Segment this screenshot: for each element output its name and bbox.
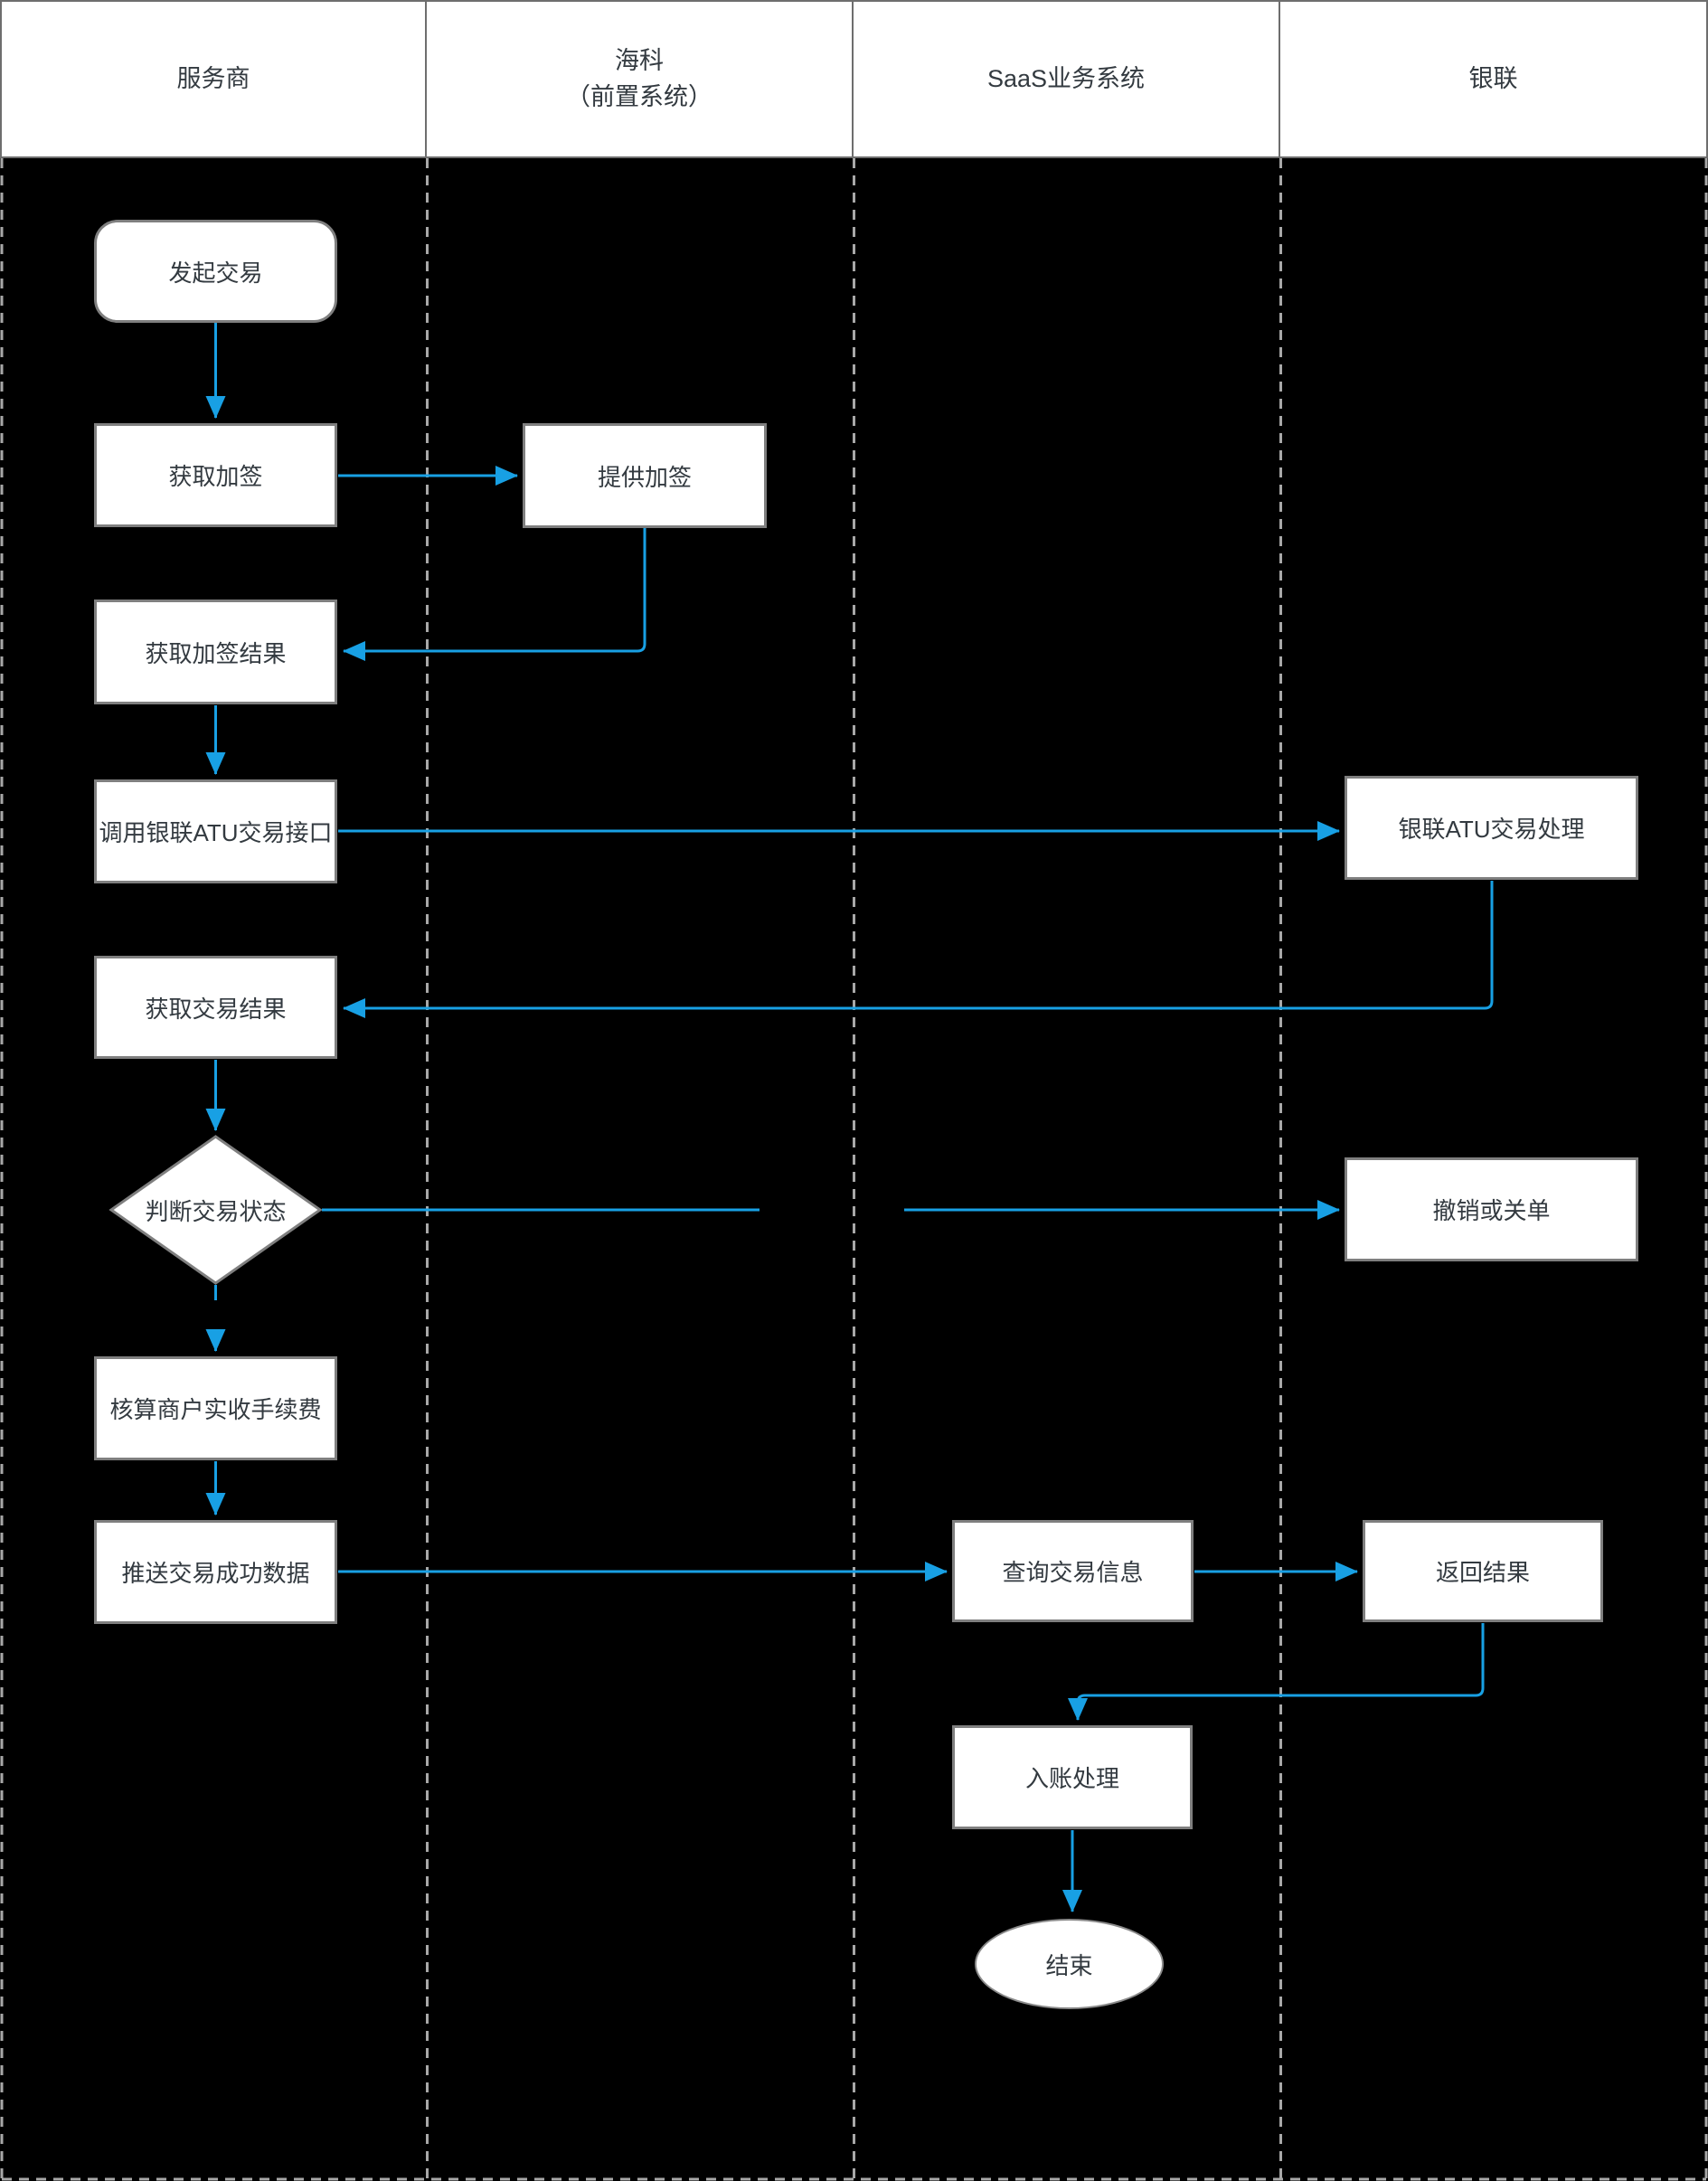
node-call-unionpay-atu-api: 调用银联ATU交易接口 [94,779,337,883]
arrow-return-result-to-settle [1068,1623,1485,1721]
node-return-result: 返回结果 [1363,1520,1603,1622]
node-calc-merchant-fee: 核算商户实收手续费 [94,1356,337,1460]
node-end: 结束 [975,1919,1164,2009]
arrow-provide-sign-to-sign-result [343,528,646,661]
lane-header-unionpay: 银联 [1279,0,1708,158]
node-get-signature: 获取加签 [94,423,337,527]
lane-dividers [0,158,1708,2181]
node-cancel-or-close-order: 撤销或关单 [1345,1157,1638,1261]
node-get-trade-result: 获取交易结果 [94,956,337,1059]
lane-header-row: 服务商 海科 （前置系统） SaaS业务系统 银联 [0,0,1708,158]
node-query-trade-info: 查询交易信息 [952,1520,1194,1622]
arrow-atu-process-to-trade-result [343,881,1494,1018]
node-push-success-data: 推送交易成功数据 [94,1520,337,1624]
flow-arrows [205,323,1494,1912]
lane-header-saas-business-system: SaaS业务系统 [852,0,1280,158]
judge-diamond-shape [109,1135,323,1285]
node-settlement-processing: 入账处理 [952,1725,1193,1829]
node-get-signature-result: 获取加签结果 [94,600,337,704]
node-start-transaction: 发起交易 [94,220,337,323]
lane-header-haike-front-system: 海科 （前置系统） [425,0,854,158]
lane-header-service-provider: 服务商 [0,0,427,158]
node-unionpay-atu-processing: 银联ATU交易处理 [1345,776,1638,880]
node-provide-signature: 提供加签 [523,423,767,528]
node-judge-trade-status: 判断交易状态 [145,1197,287,1225]
